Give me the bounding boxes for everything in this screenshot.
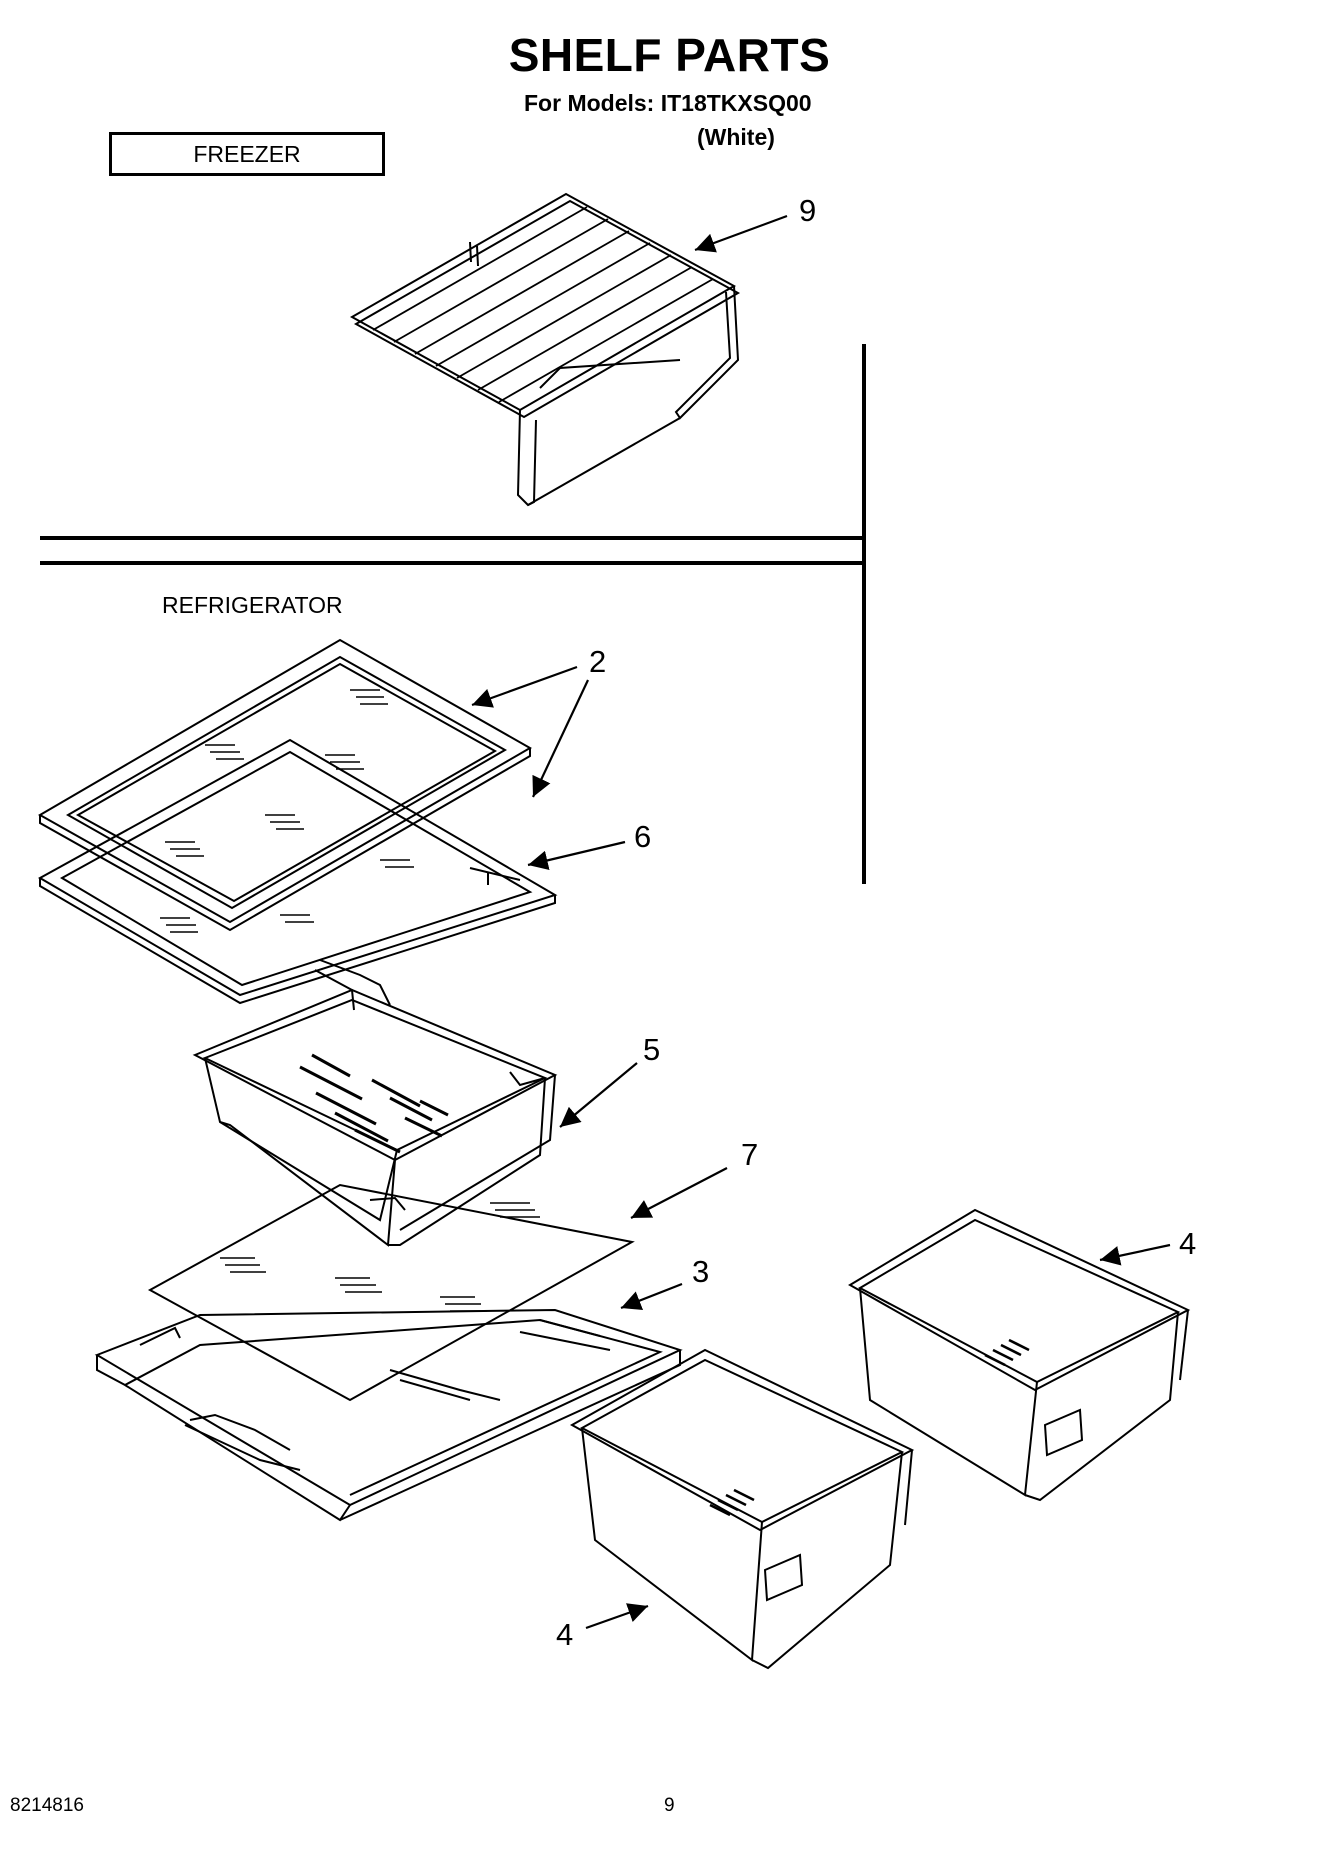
glass-shelf-lower [37,738,558,1011]
callout-2: 2 [589,644,606,679]
callout-4-right: 4 [1179,1226,1196,1261]
callout-3: 3 [692,1254,709,1289]
callout-4-left: 4 [556,1617,573,1652]
document-number: 8214816 [10,1795,84,1816]
freezer-wire-shelf [349,192,741,507]
callout-7: 7 [741,1137,758,1172]
page-number: 9 [664,1795,675,1816]
page-title: SHELF PARTS [508,29,831,81]
section-dividers [40,344,866,884]
crisper-drawer-right [848,1208,1191,1502]
color-variant: (White) [697,124,775,150]
callout-leaders [471,214,1171,1630]
callout-9: 9 [799,193,816,228]
section-refrigerator-label: REFRIGERATOR [162,592,343,618]
callout-6: 6 [634,819,651,854]
meat-pan [192,988,558,1247]
models-line: For Models: IT18TKXSQ00 [524,90,812,116]
callout-5: 5 [643,1032,660,1067]
crisper-frame [94,1308,683,1522]
crisper-cover-glass [147,1183,635,1402]
section-freezer-label: FREEZER [109,132,385,176]
callout-numbers: 9 2 6 5 7 3 4 4 [556,193,1196,1652]
crisper-drawer-left [569,1348,915,1670]
glass-shelf-upper [37,638,533,932]
